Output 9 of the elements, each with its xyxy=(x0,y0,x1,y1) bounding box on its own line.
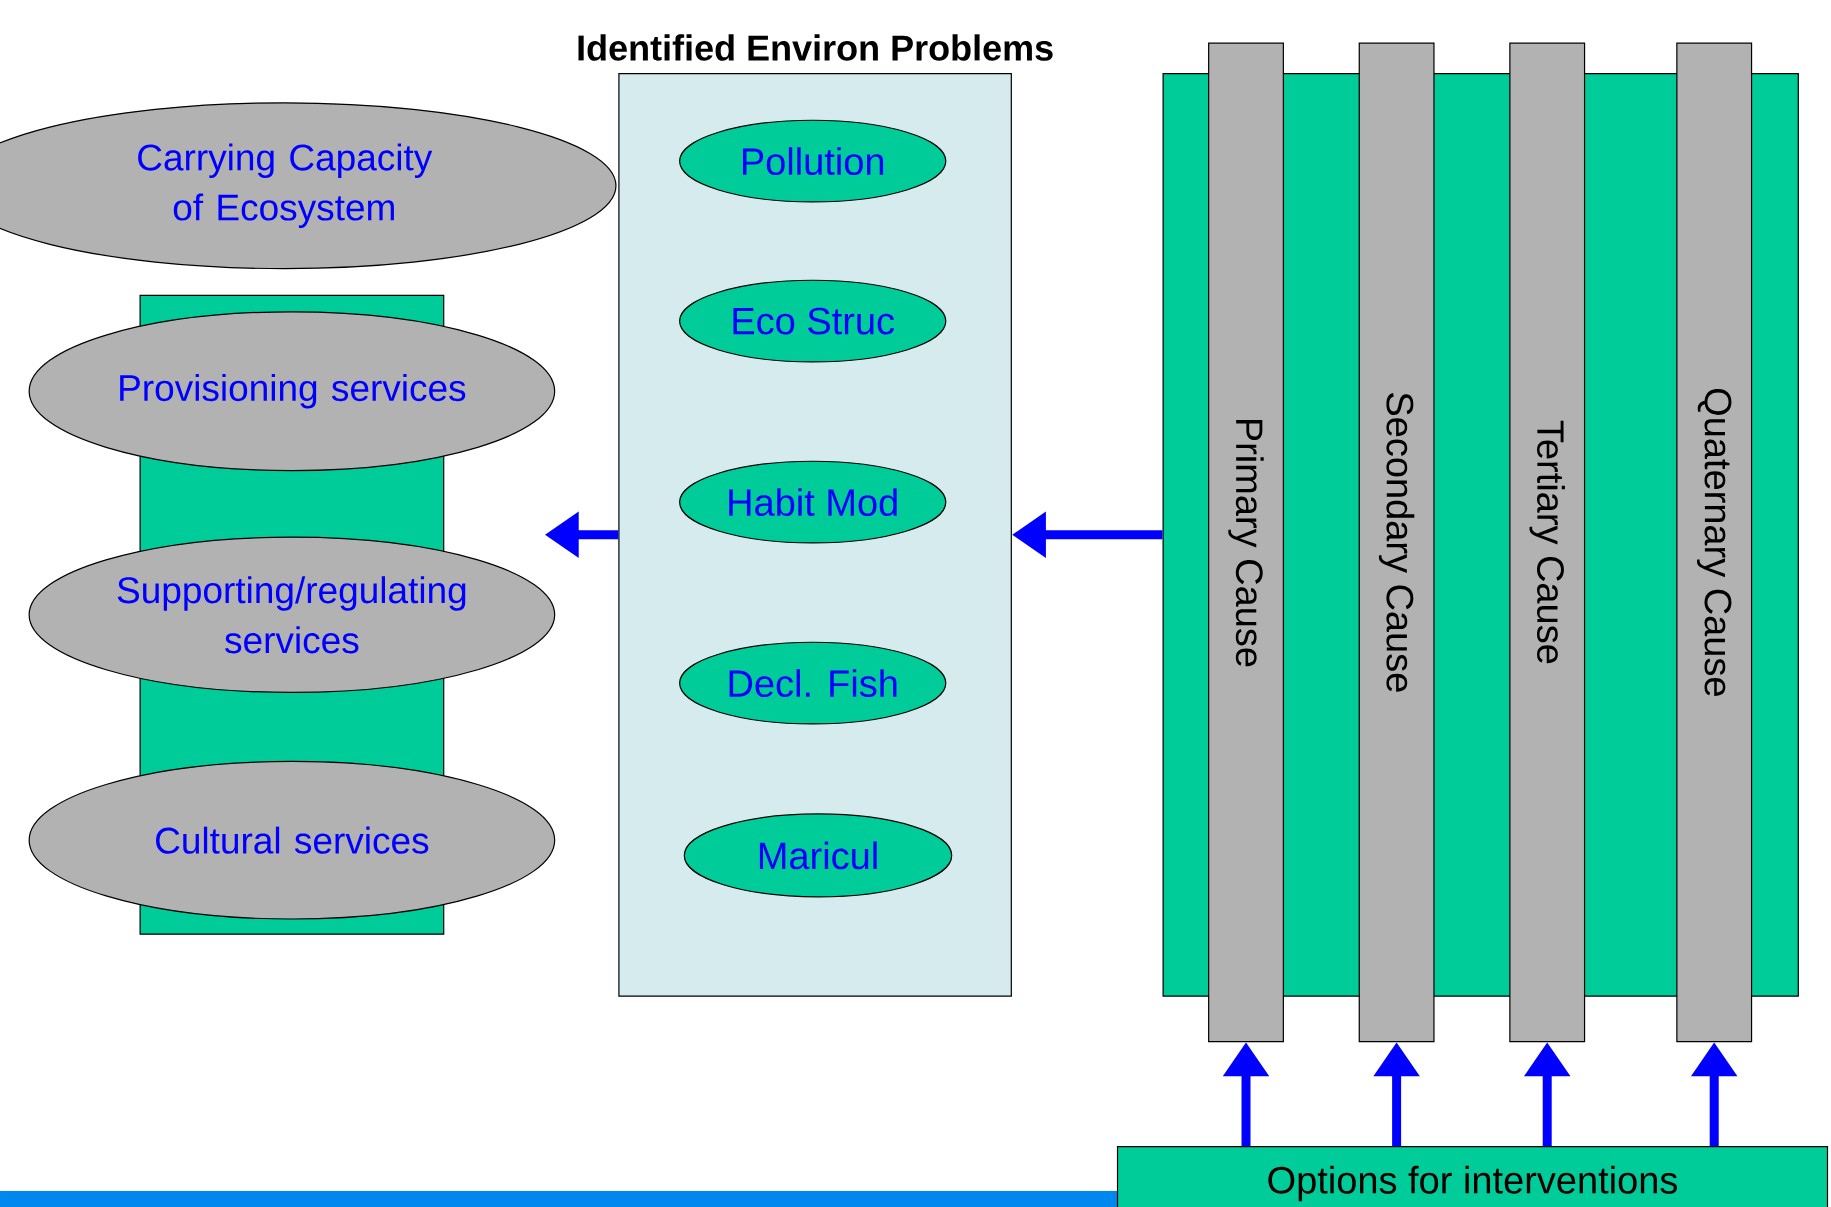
cause-bar: Tertiary Cause xyxy=(1509,42,1586,1043)
node-label: Identified Environ Problems xyxy=(578,34,1053,61)
options-box: Options for interventions xyxy=(1116,1146,1829,1207)
ellipse-node: Supporting/regulating services xyxy=(28,536,556,694)
cause-bar: Quaternary Cause xyxy=(1676,42,1753,1043)
ellipse-node: Cultural services xyxy=(28,760,556,920)
cause-bar: Secondary Cause xyxy=(1358,42,1435,1043)
cause-bar: Primary Cause xyxy=(1208,42,1284,1043)
ellipse-node: Provisioning services xyxy=(28,311,556,472)
